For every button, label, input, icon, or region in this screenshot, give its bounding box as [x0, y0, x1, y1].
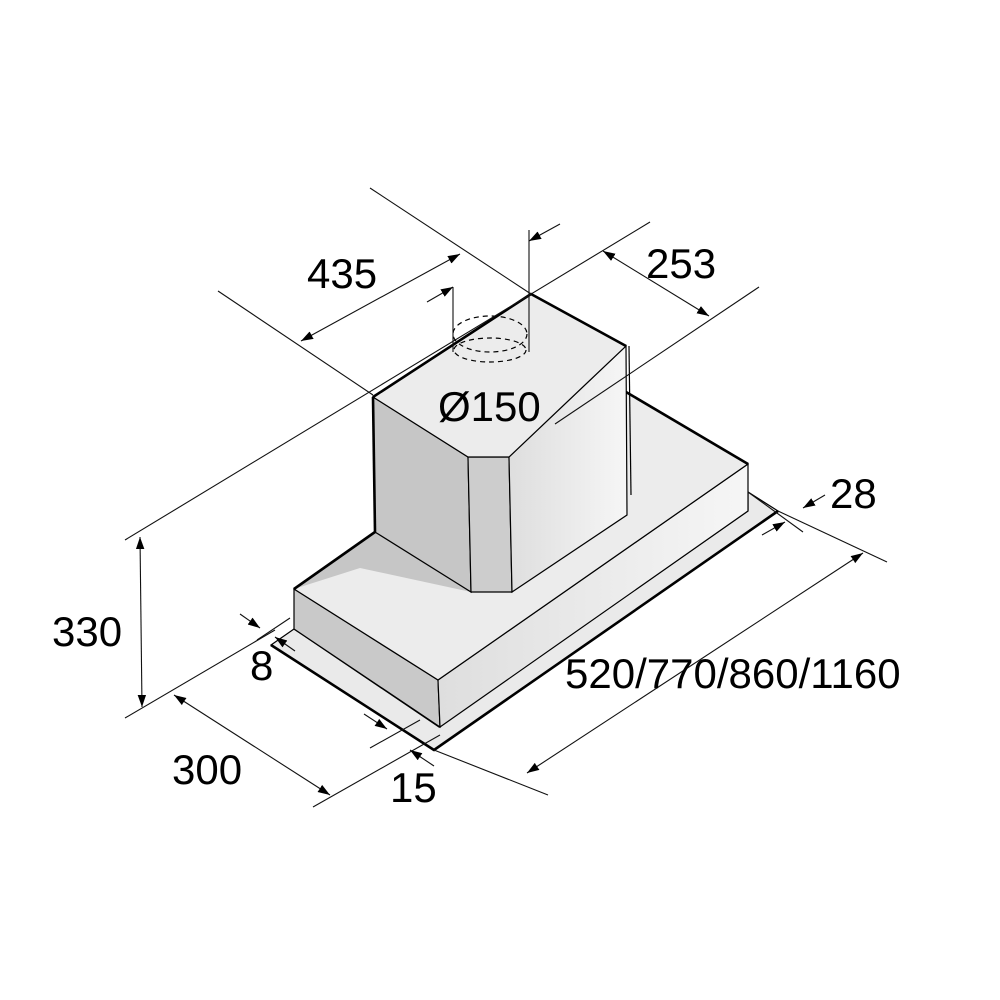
chimney-right-edge [628, 345, 632, 496]
dim-line-15-b [409, 749, 435, 767]
base-top-shadow [294, 532, 471, 592]
label-8: 8 [250, 642, 273, 689]
dim-line-253 [602, 250, 710, 317]
dim-line-150-a [426, 286, 454, 303]
extension-line [369, 187, 532, 295]
dim-line-8-b [274, 636, 296, 652]
label-duct-diameter: Ø150 [438, 383, 541, 430]
dim-line-15-a [363, 713, 388, 730]
chimney-bevel-face [467, 456, 513, 593]
dim-line-330 [135, 536, 147, 708]
duct-inner-icon [453, 337, 527, 363]
label-253: 253 [646, 240, 716, 287]
extension-line [124, 221, 651, 541]
extension-line [256, 617, 291, 641]
extension-line [433, 749, 549, 796]
dim-line-150-b [528, 223, 561, 242]
base-outline [293, 530, 376, 591]
extension-line [217, 290, 374, 396]
dim-line-435 [300, 253, 461, 342]
label-435: 435 [307, 250, 377, 297]
label-330: 330 [52, 608, 122, 655]
label-28: 28 [830, 470, 877, 517]
extension-line [777, 510, 888, 563]
label-widths: 520/770/860/1160 [565, 650, 901, 697]
dim-line-300 [173, 694, 331, 796]
dim-line-8-a [239, 613, 261, 629]
dim-line-width [526, 552, 864, 774]
extension-line [554, 286, 760, 425]
label-300: 300 [172, 746, 242, 793]
dim-line-28-b [802, 494, 826, 509]
dim-line-28-a [761, 521, 786, 536]
base-back-edge [625, 390, 749, 466]
duct-outline-icon [452, 315, 528, 353]
label-15: 15 [390, 764, 437, 811]
chimney-corner-edge [371, 396, 377, 533]
extension-line [124, 629, 276, 719]
extension-line [747, 491, 804, 533]
extension-line [369, 719, 421, 749]
extension-line [312, 734, 441, 808]
